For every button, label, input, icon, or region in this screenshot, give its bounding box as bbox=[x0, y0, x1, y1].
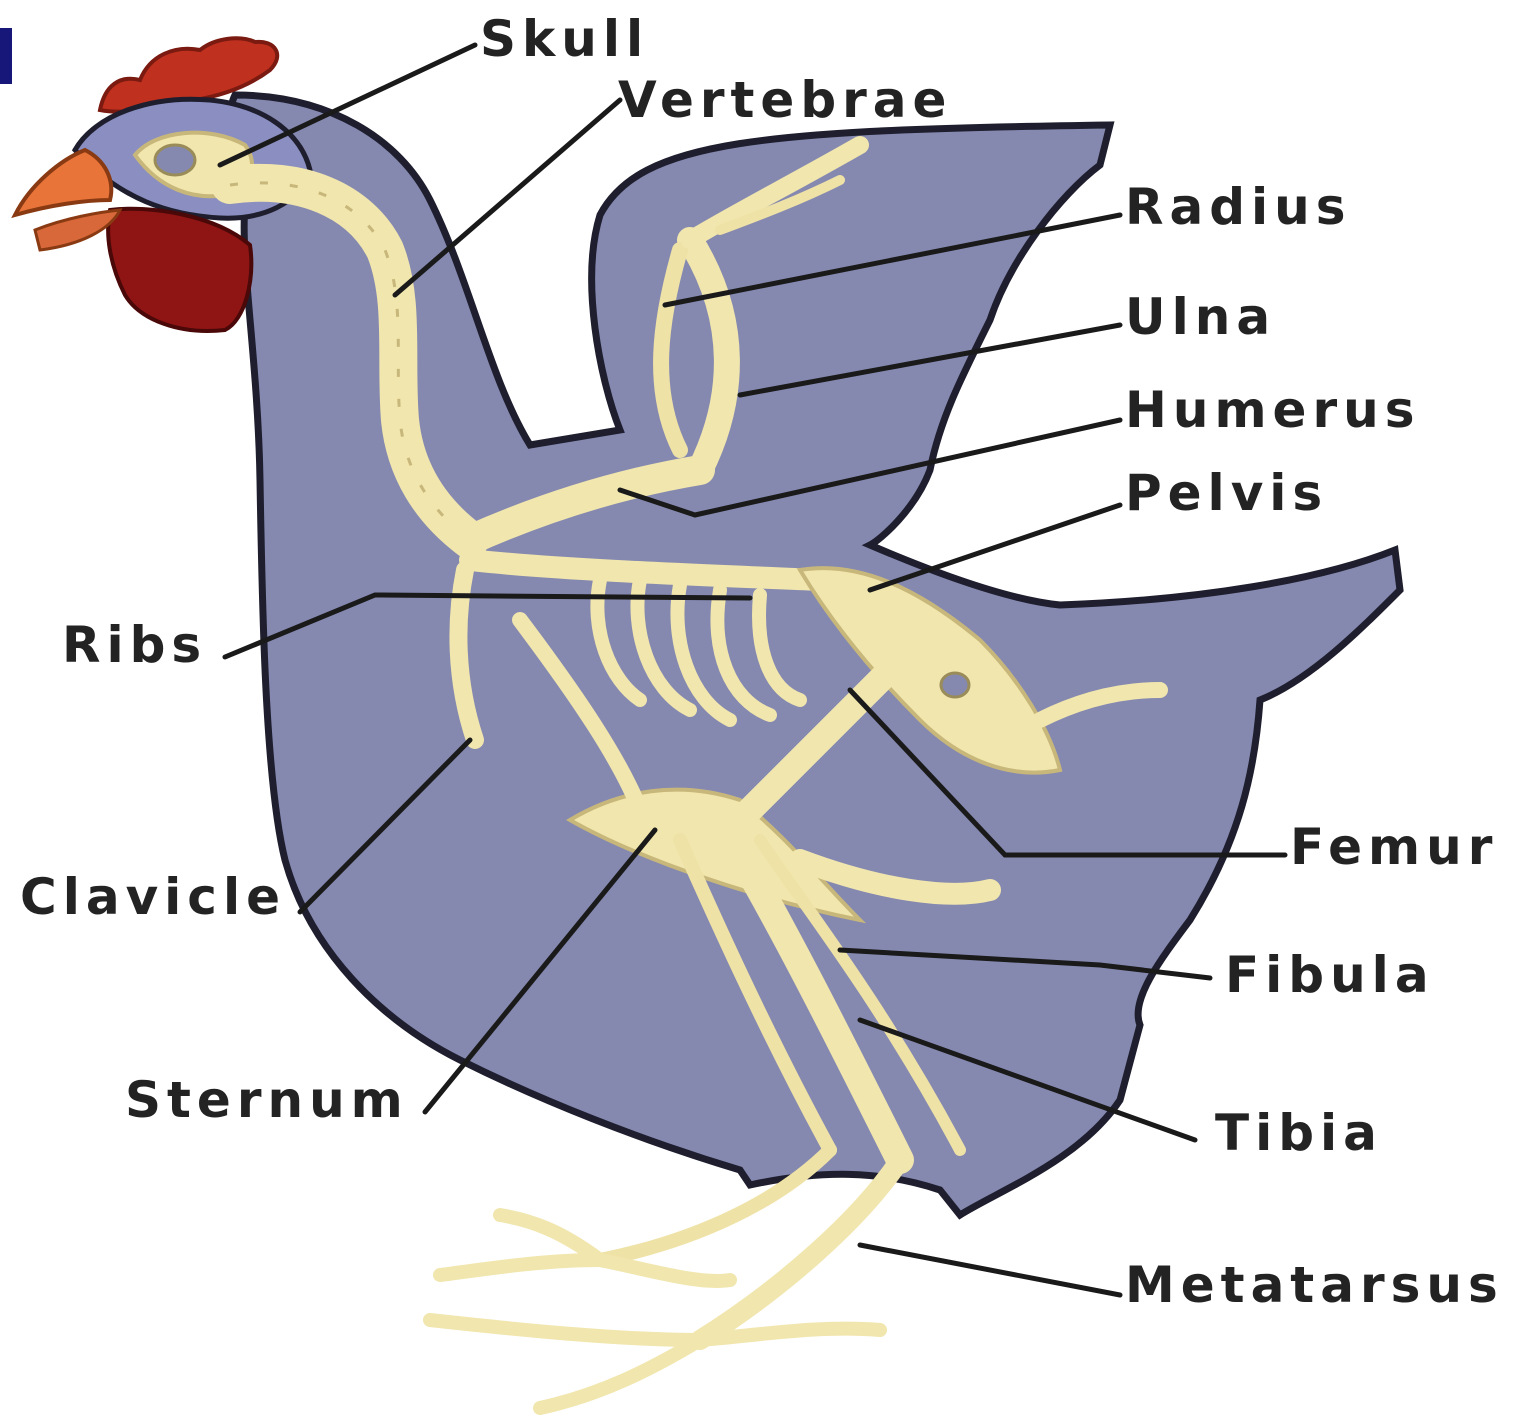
label-metatarsus: Metatarsus bbox=[1125, 1260, 1504, 1310]
leader-pelvis bbox=[870, 505, 1120, 590]
label-clavicle: Clavicle bbox=[20, 872, 286, 922]
label-ulna: Ulna bbox=[1125, 292, 1276, 342]
label-tibia: Tibia bbox=[1215, 1108, 1383, 1158]
label-humerus: Humerus bbox=[1125, 385, 1420, 435]
metatarsus-bone bbox=[700, 1160, 900, 1340]
label-pelvis: Pelvis bbox=[1125, 468, 1328, 518]
eye-socket bbox=[155, 145, 195, 175]
label-vertebrae: Vertebrae bbox=[618, 75, 952, 125]
label-ribs: Ribs bbox=[62, 620, 207, 670]
label-fibula: Fibula bbox=[1225, 950, 1435, 1000]
wattle bbox=[108, 209, 251, 331]
label-femur: Femur bbox=[1290, 822, 1498, 872]
label-skull: Skull bbox=[480, 14, 649, 64]
pelvis-hole bbox=[941, 673, 969, 697]
beak bbox=[15, 150, 111, 215]
label-radius: Radius bbox=[1125, 182, 1352, 232]
leader-metatarsus bbox=[860, 1245, 1120, 1295]
label-sternum: Sternum bbox=[125, 1075, 409, 1125]
